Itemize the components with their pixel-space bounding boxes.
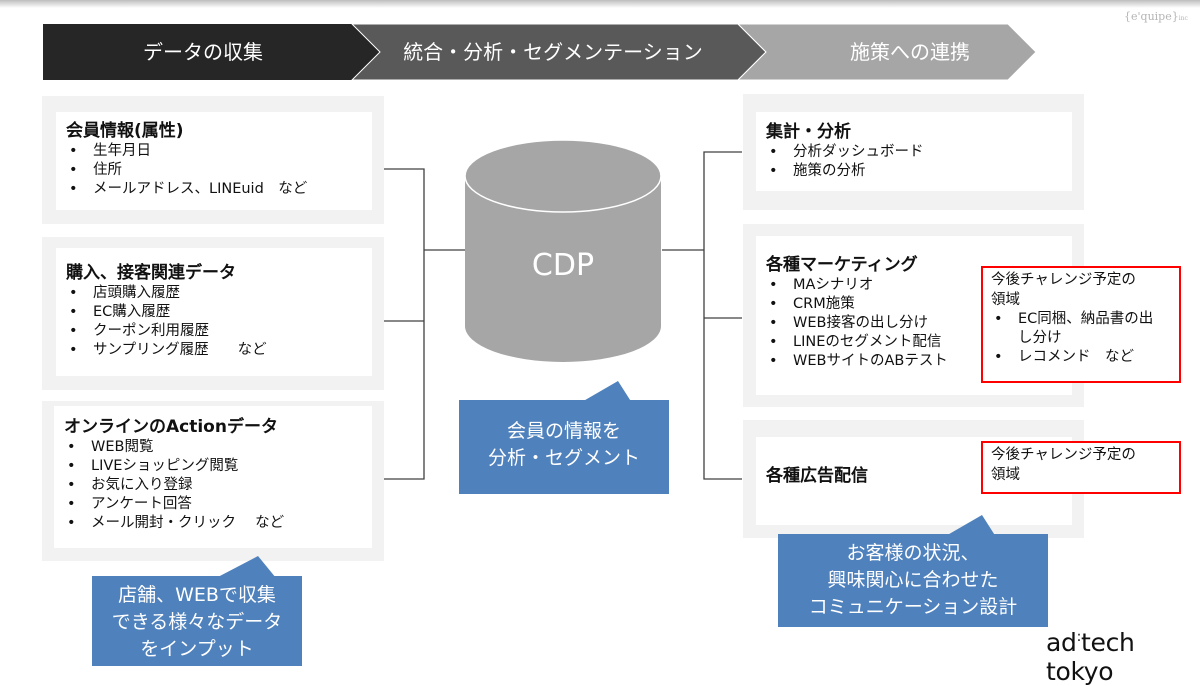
- callout-line: 店舗、WEBで収集: [118, 584, 276, 606]
- list-item: WEBサイトのABテスト: [766, 352, 1072, 371]
- online-action-box: オンラインのActionデータ WEB閲覧 LIVEショッピング閲覧 お気に入り…: [54, 406, 372, 548]
- callout-line: 興味関心に合わせた: [827, 569, 999, 591]
- member-info-box: 会員情報(属性) 生年月日 住所 メールアドレス、LINEuid など: [56, 112, 372, 210]
- online-action-title: オンラインのActionデータ: [64, 417, 278, 437]
- list-item: WEB接客の出し分け: [766, 314, 1072, 333]
- list-item: LIVEショッピング閲覧: [64, 457, 372, 476]
- step-3-arrow: [736, 23, 1037, 81]
- list-item: サンプリング履歴 など: [66, 341, 372, 360]
- step-integration-analysis: 統合・分析・セグメンテーション: [403, 40, 703, 64]
- list-item: CRM施策: [766, 295, 1072, 314]
- cdp-label: CDP: [531, 248, 595, 283]
- adtech-tokyo-logo: ad:tech tokyo: [1046, 628, 1135, 686]
- future-challenge-note-marketing: 今後チャレンジ予定の 領域 EC同梱、納品書の出し分け レコメンド など: [981, 266, 1181, 383]
- list-item: アンケート回答: [64, 495, 372, 514]
- callout-line: お客様の状況、: [846, 542, 980, 564]
- brand-logo: {e'quipe}inc: [1124, 10, 1188, 23]
- list-item: EC購入履歴: [66, 303, 372, 322]
- list-item: 店頭購入履歴: [66, 284, 372, 303]
- right-callout: お客様の状況、 興味関心に合わせた コミュニケーション設計: [778, 534, 1048, 627]
- list-item: メール開封・クリック など: [64, 514, 372, 533]
- list-item: お気に入り登録: [64, 476, 372, 495]
- connector-right-1: [703, 151, 742, 480]
- future-challenge-note-ads: 今後チャレンジ予定の 領域: [981, 441, 1181, 494]
- note-item: EC同梱、納品書の出し分け: [991, 310, 1166, 348]
- callout-line: コミュニケーション設計: [808, 596, 1018, 618]
- list-item: LINEのセグメント配信: [766, 333, 1072, 352]
- list-item: 分析ダッシュボード: [766, 143, 1072, 162]
- center-callout: 会員の情報を 分析・セグメント: [459, 400, 669, 494]
- right-callout-pointer: [944, 515, 996, 537]
- note-heading: 今後チャレンジ予定の: [991, 272, 1136, 288]
- list-item: クーポン利用履歴: [66, 322, 372, 341]
- list-item: 施策の分析: [766, 162, 1072, 181]
- step-measures-linkage: 施策への連携: [850, 40, 970, 64]
- list-item: WEB閲覧: [64, 438, 372, 457]
- callout-line: 会員の情報を: [506, 420, 621, 442]
- callout-line: できる様々なデータ: [111, 611, 283, 633]
- note-heading: 領域: [991, 467, 1020, 483]
- top-shadow: [0, 0, 1200, 8]
- purchase-data-box: 購入、接客関連データ 店頭購入履歴 EC購入履歴 クーポン利用履歴 サンプリング…: [56, 248, 372, 376]
- note-heading: 今後チャレンジ予定の: [991, 447, 1136, 463]
- note-heading: 領域: [991, 292, 1020, 308]
- list-item: MAシナリオ: [766, 276, 1072, 295]
- purchase-data-title: 購入、接客関連データ: [66, 263, 236, 283]
- connector-left-1: [383, 168, 425, 480]
- left-callout-pointer: [216, 556, 276, 578]
- center-callout-pointer: [580, 381, 632, 403]
- process-arrows: [43, 23, 1037, 81]
- callout-line: をインプット: [140, 638, 254, 660]
- note-item: レコメンド など: [991, 348, 1171, 367]
- callout-line: 分析・セグメント: [487, 447, 640, 469]
- left-callout: 店舗、WEBで収集 できる様々なデータ をインプット: [92, 576, 302, 666]
- ad-delivery-title: 各種広告配信: [766, 466, 868, 486]
- list-item: メールアドレス、LINEuid など: [66, 180, 372, 199]
- aggregation-box: 集計・分析 分析ダッシュボード 施策の分析: [756, 112, 1072, 191]
- cdp-cylinder: [464, 139, 662, 362]
- marketing-title: 各種マーケティング: [766, 255, 918, 275]
- aggregation-title: 集計・分析: [766, 122, 851, 142]
- step-data-collection: データの収集: [143, 40, 263, 64]
- list-item: 住所: [66, 161, 372, 180]
- member-info-title: 会員情報(属性): [66, 121, 184, 141]
- step-1-arrow: [43, 24, 380, 80]
- list-item: 生年月日: [66, 142, 372, 161]
